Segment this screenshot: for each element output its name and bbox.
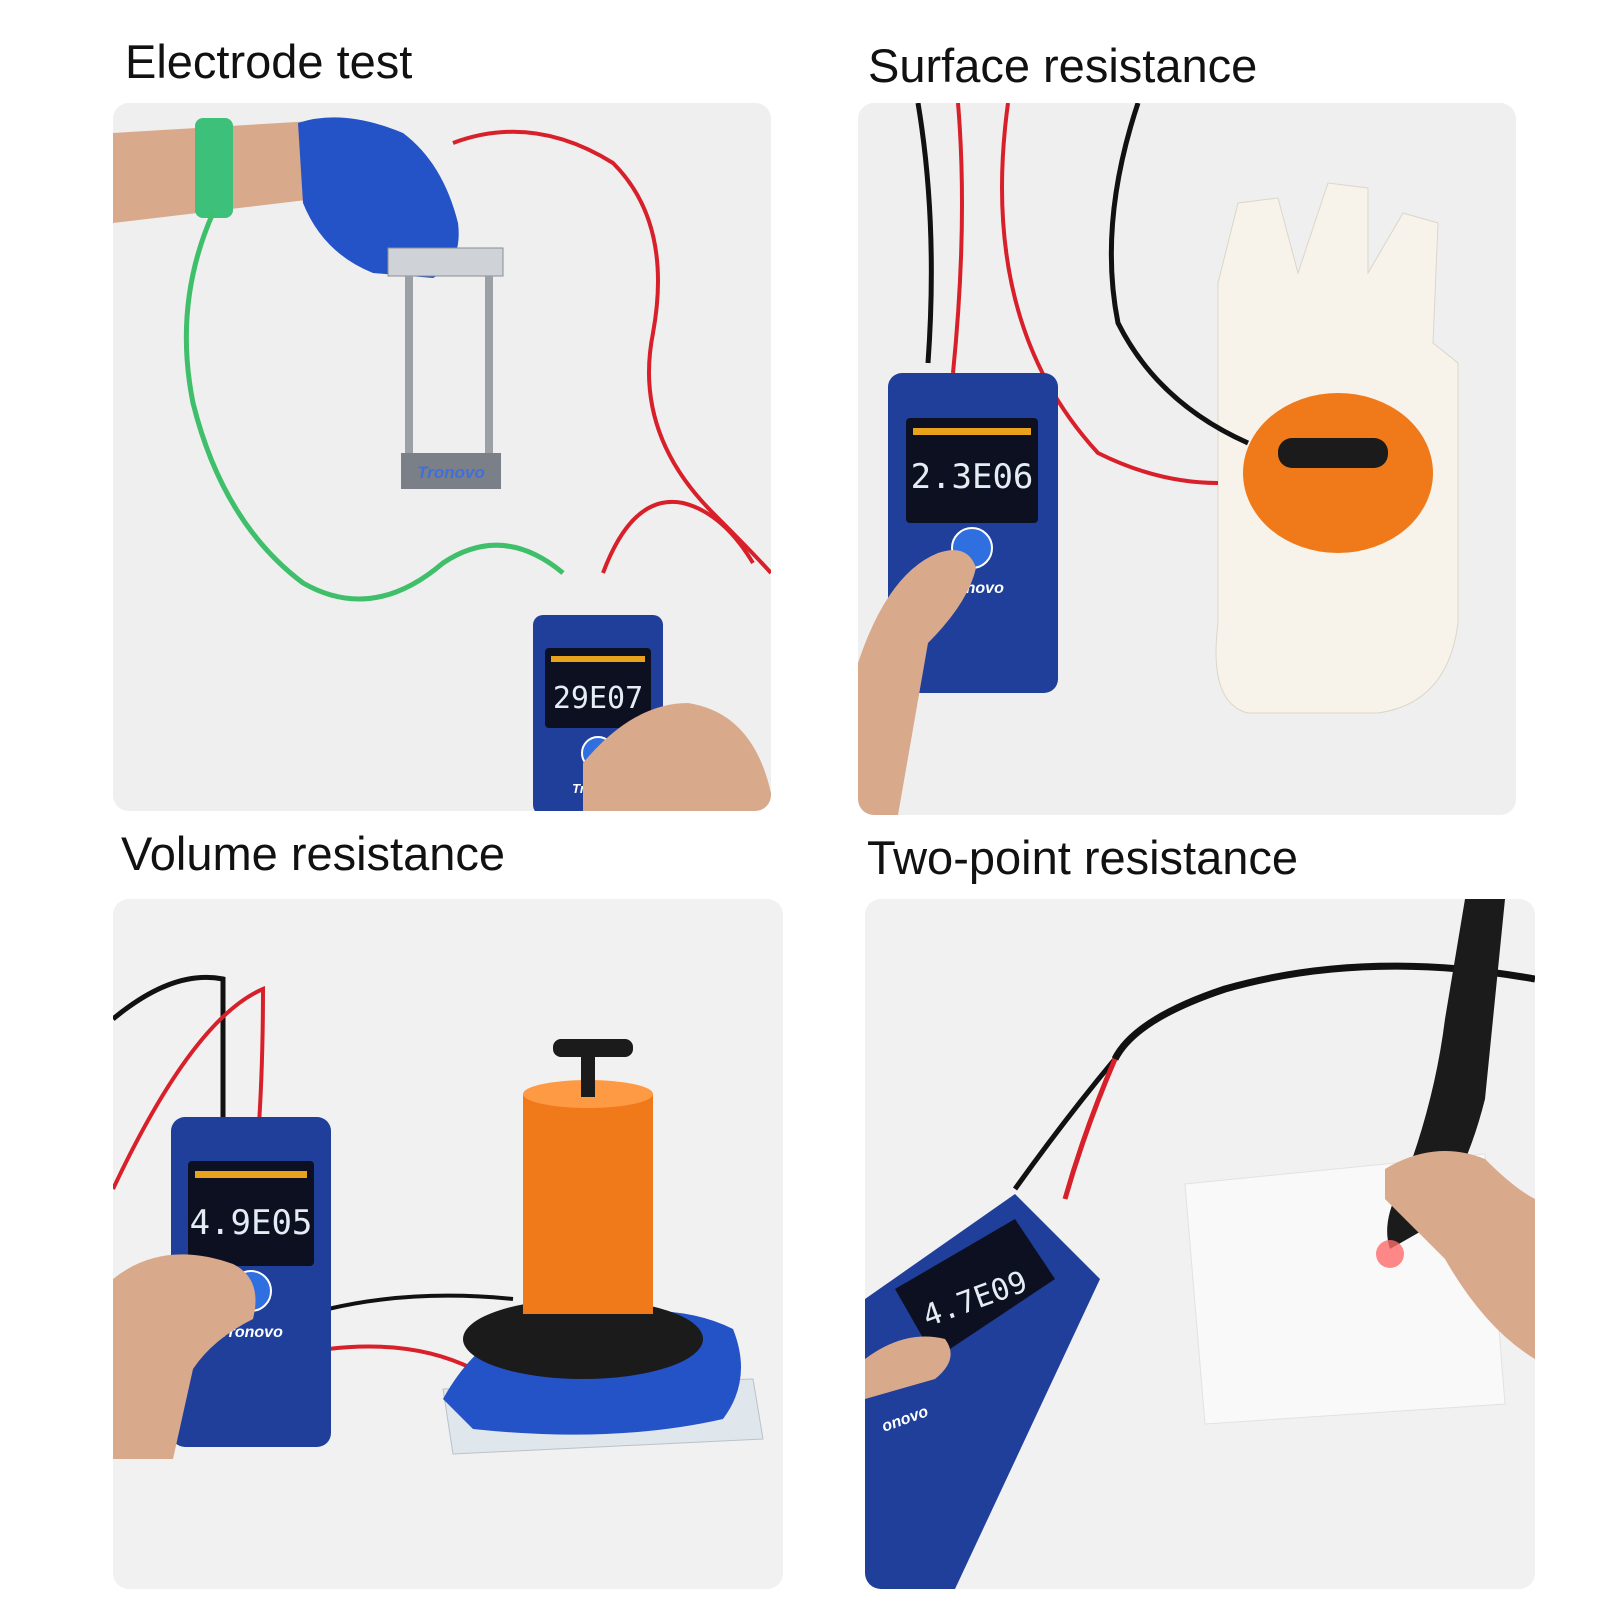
hand — [1385, 1151, 1535, 1359]
blue-glove — [298, 117, 459, 278]
red-lead — [452, 129, 771, 575]
electrode-brand-label: Tronovo — [417, 463, 485, 482]
green-coiled-lead — [183, 211, 565, 602]
red-lead — [951, 103, 964, 374]
red-lead — [113, 985, 266, 1190]
meter-display: 2.3E06 — [911, 457, 1034, 497]
resistance-meter: 4.7E09 onovo — [865, 1194, 1100, 1589]
hand — [583, 703, 771, 811]
caption-electrode-test: Electrode test — [125, 35, 413, 88]
caption-surface-resistance: Surface resistance — [868, 39, 1258, 92]
photo-electrode-test: Tronovo 29E07 Tronovo — [113, 103, 771, 811]
orange-cylinder — [523, 1094, 653, 1314]
photo-two-point-resistance: 4.7E09 onovo — [865, 899, 1535, 1589]
electrode-handle — [1278, 438, 1388, 468]
probe-cable — [1111, 962, 1535, 1061]
photo-surface-resistance: 2.3E06 Tronovo — [858, 103, 1516, 815]
volume-resistance-illustration: 4.9E05 Tronovo — [113, 899, 783, 1589]
black-lead — [915, 103, 934, 364]
orange-electrode — [1243, 393, 1433, 553]
finger — [865, 1336, 951, 1399]
finger — [858, 550, 976, 815]
electrode-top-bar — [387, 247, 504, 277]
caption-two-point-resistance: Two-point resistance — [867, 831, 1299, 884]
photo-volume-resistance: 4.9E05 Tronovo — [113, 899, 783, 1589]
two-point-resistance-illustration: 4.7E09 onovo — [865, 899, 1535, 1589]
surface-resistance-illustration: 2.3E06 Tronovo — [858, 103, 1516, 815]
black-lead — [113, 974, 226, 1139]
hand — [113, 1254, 256, 1459]
meter-display: 4.9E05 — [190, 1203, 313, 1243]
cylinder-handle — [553, 1039, 633, 1057]
meter-display: 29E07 — [553, 681, 643, 716]
probe-light — [1376, 1240, 1404, 1268]
electrode-block — [401, 453, 501, 489]
caption-volume-resistance: Volume resistance — [121, 827, 506, 880]
wrist-strap — [195, 118, 233, 218]
electrode-test-illustration: Tronovo 29E07 Tronovo — [113, 103, 771, 811]
